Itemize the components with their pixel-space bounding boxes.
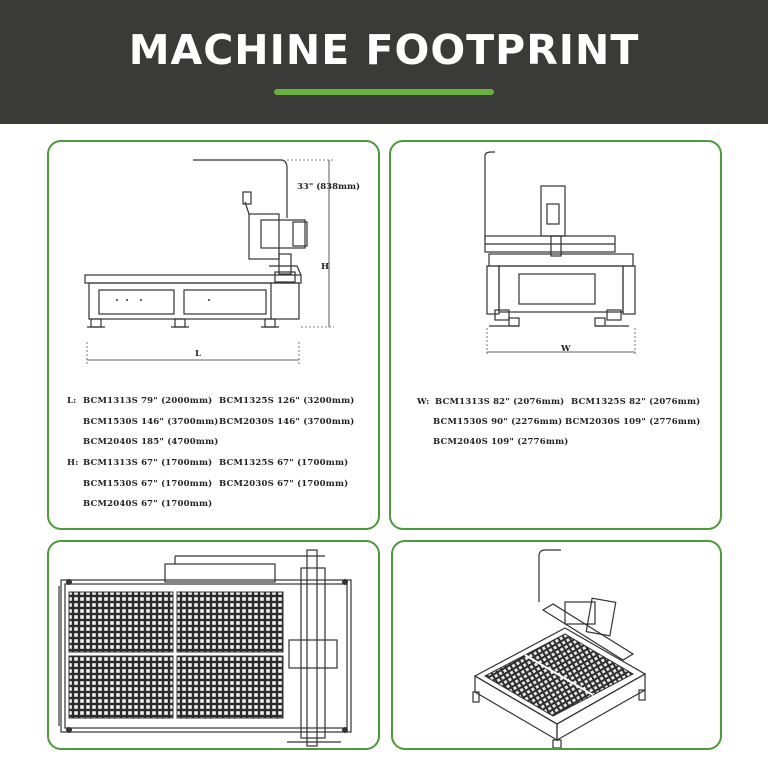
iso-view-panel: [391, 540, 722, 750]
length-title: L:: [67, 396, 77, 406]
length-spec: BCM2040S 185" (4700mm): [83, 437, 219, 447]
height-marker: H: [321, 262, 330, 272]
height-title: H:: [67, 458, 79, 468]
width-marker: W: [561, 344, 571, 354]
width-title: W:: [417, 397, 430, 407]
height-spec: BCM1313S 67" (1700mm): [83, 458, 213, 468]
width-spec: BCM2040S 109" (2776mm): [433, 437, 569, 447]
front-view-panel: W W: BCM1313S 82" (2076mm) BCM1325S 82" …: [389, 140, 722, 530]
height-spec: BCM2040S 67" (1700mm): [83, 499, 213, 509]
width-spec: BCM1325S 82" (2076mm): [571, 397, 701, 407]
front-view-drawing: [484, 151, 636, 356]
top-view-drawing: [58, 549, 352, 747]
top-dimension-label: 33" (838mm): [297, 182, 360, 192]
title-underline: [274, 89, 494, 95]
side-view-drawing: [84, 159, 334, 364]
page-header: MACHINE FOOTPRINT: [0, 0, 768, 124]
length-marker: L: [195, 349, 201, 359]
length-spec: BCM1325S 126" (3200mm): [219, 396, 355, 406]
height-spec: BCM2030S 67" (1700mm): [219, 479, 349, 489]
width-spec: BCM1530S 90" (2276mm): [433, 417, 563, 427]
top-view-panel: [47, 540, 380, 750]
height-spec: BCM1530S 67" (1700mm): [83, 479, 213, 489]
iso-view-drawing: [472, 549, 647, 748]
width-spec: BCM1313S 82" (2076mm): [435, 397, 565, 407]
width-spec: BCM2030S 109" (2776mm): [565, 417, 701, 427]
length-spec: BCM1313S 79" (2000mm): [83, 396, 213, 406]
length-spec: BCM1530S 146" (3700mm): [83, 417, 219, 427]
side-view-panel: 33" (838mm) H L L: BCM1313S 79" (2000mm)…: [47, 140, 380, 530]
page-title: MACHINE FOOTPRINT: [128, 26, 640, 74]
height-spec: BCM1325S 67" (1700mm): [219, 458, 349, 468]
length-spec: BCM2030S 146" (3700mm): [219, 417, 355, 427]
